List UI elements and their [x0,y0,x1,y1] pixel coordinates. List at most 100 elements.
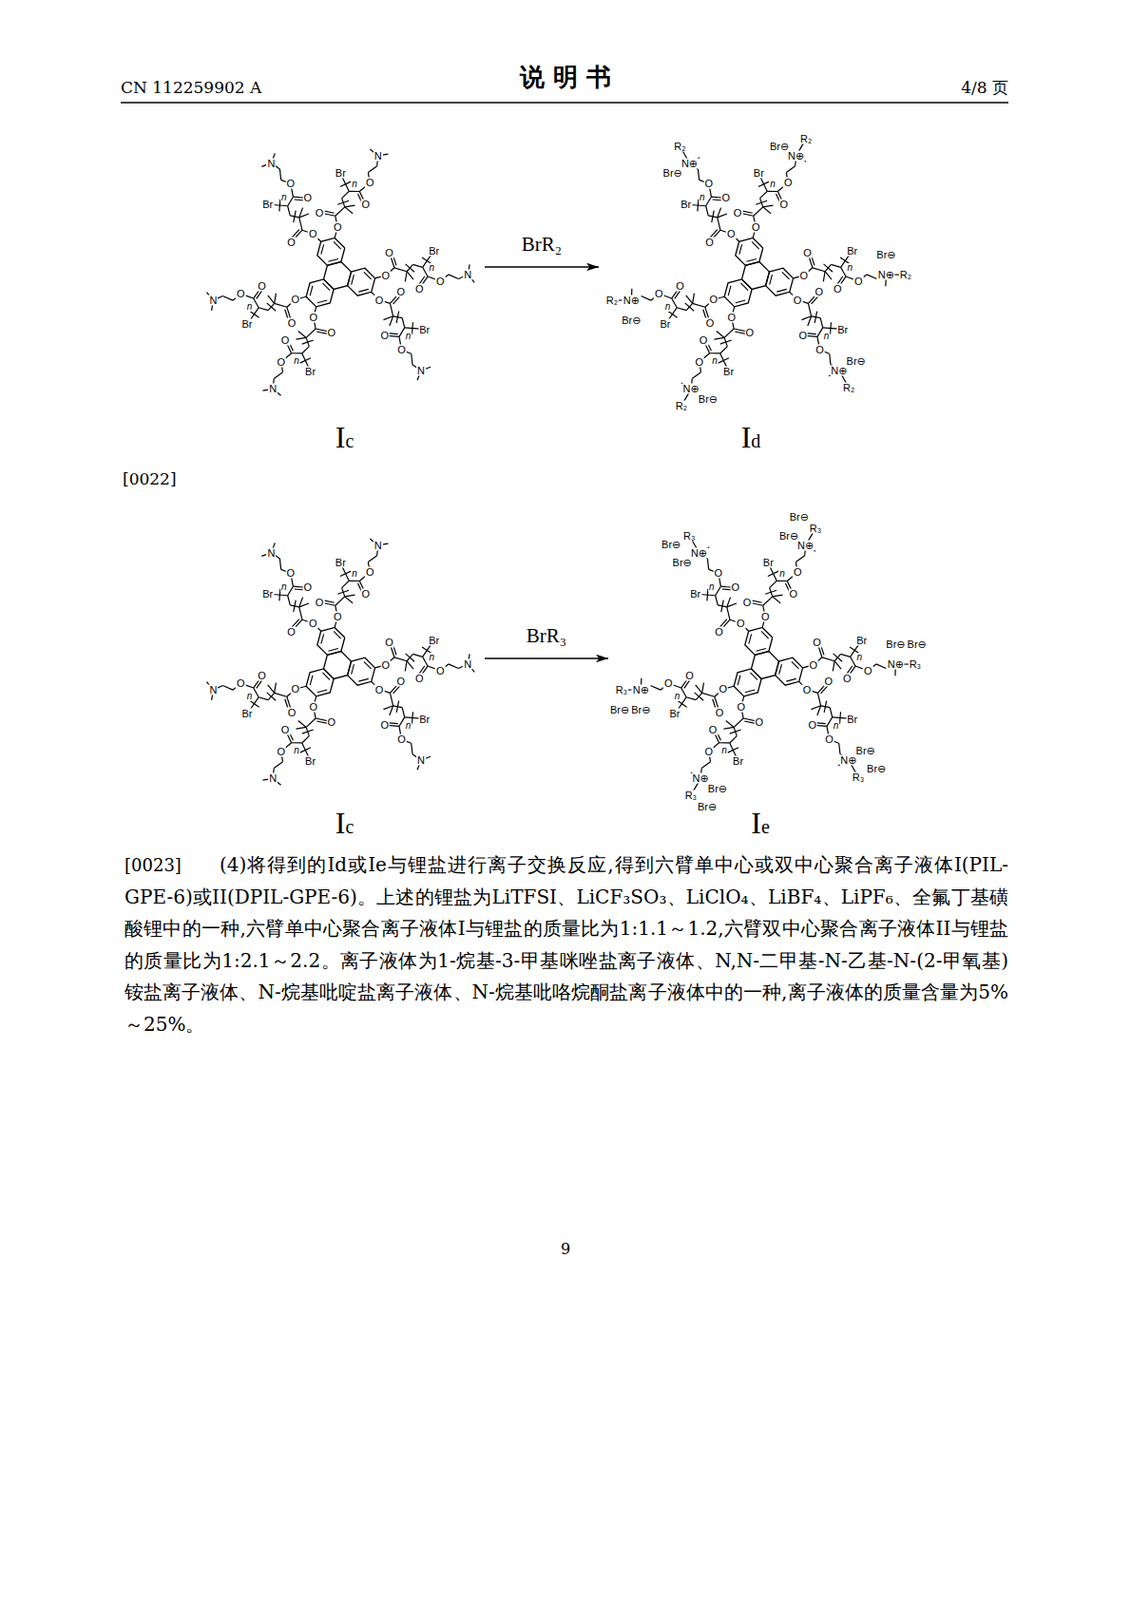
double-bond [791,661,800,670]
double-bond [317,690,327,693]
chemical-bond [706,206,710,216]
chemical-bond [876,664,887,670]
atom-label: n [427,263,436,273]
atom-label: N [268,773,278,785]
atom-label: Br⊖ [707,783,729,794]
double-bond [782,271,790,280]
chemical-bond [727,597,731,608]
atom-label: O [374,684,385,695]
paragraph-number: [0022] [122,469,177,489]
chemical-bond [758,181,769,187]
atom-label: Br [418,324,431,335]
atom-label: Br⊖ [630,704,652,715]
atom-label: O [256,670,268,682]
chemical-bond [293,210,296,223]
atom-label: O [653,288,665,300]
aromatic-ring [733,669,762,697]
atom-label: O [760,612,771,623]
chemical-bond [822,657,835,662]
chemical-bond [298,721,307,729]
patent-number: CN 112259902 A [120,77,262,97]
double-bond [737,675,741,686]
atom-label: O [396,675,407,687]
chemical-bond [302,346,310,354]
chemical-bond [300,747,311,753]
paragraph-number: [0023] [124,849,182,882]
double-bond [351,274,355,285]
atom-label: Br [845,246,859,257]
chemical-bond [724,328,734,338]
chemical-bond [713,337,725,340]
atom-label: O [729,582,741,594]
molecule-structure [612,138,906,406]
chemical-bond [222,296,233,302]
chemical-bond [807,303,811,316]
atom-label: O [396,286,407,297]
atom-label: O [286,236,297,248]
atom-label: O [332,222,344,233]
atom-label: O [275,746,287,757]
chemical-bond [413,653,423,657]
chemical-bond [692,303,706,307]
atom-label: Br [427,246,441,257]
atom-label: O [663,678,674,690]
chemical-bond [817,692,821,706]
chemical-bond [345,596,353,604]
chemical-bond [422,267,428,277]
atom-label: Br [427,635,441,647]
atom-label: O [862,665,874,676]
chemical-bond [274,683,277,694]
atom-label: O [853,275,864,287]
atom-label: n [710,356,719,366]
atom-label: Br [334,168,347,179]
chemical-bond [728,747,739,753]
atom-label: Br⊖ [788,512,810,523]
atom-label: N [416,365,426,377]
atom-label: O [735,618,747,630]
atom-label: Br [855,635,868,647]
atom-label: O [383,636,395,648]
atom-label: N [267,157,277,169]
atom-label: R₂ [842,382,856,393]
chemical-bond [389,316,394,326]
atom-label: O [414,283,425,294]
chemical-bond [258,697,269,701]
atom-label: O [779,199,790,211]
chemical-bond [697,169,699,180]
header-rule [120,101,1009,104]
atom-label: O [806,720,818,731]
chemical-bond [287,586,294,596]
chemical-bond [335,207,346,216]
atom-label: O [684,670,695,682]
chemical-bond [717,208,722,218]
atom-label: n [832,721,841,731]
atom-label: O [307,702,319,713]
chemical-bond [405,653,415,662]
chemical-bond [404,661,407,672]
double-bond [785,678,796,682]
atom-label: O [698,334,710,346]
chemical-bond [300,358,311,364]
chemical-bond [824,264,833,272]
chemical-bond [337,590,349,595]
atom-label: Br [261,198,274,210]
atom-label: n [404,721,413,731]
atom-label: N⊕ [622,295,641,307]
atom-label: O [275,356,287,367]
atom-label: O [314,207,326,218]
atom-label: O [364,177,376,189]
chemical-bond [733,718,744,728]
chemical-bond [706,196,712,207]
atom-label: N⊕ [691,773,710,785]
double-bond [351,664,355,674]
chemical-bond [720,346,729,354]
chemical-bond [795,555,805,563]
atom-label: Br [658,319,671,330]
double-bond [776,288,786,292]
atom-label: O [307,312,319,324]
atom-label: O [435,275,446,287]
chemical-bond [287,206,291,216]
atom-label: O [797,330,808,342]
atom-label: R₃ [851,771,865,783]
